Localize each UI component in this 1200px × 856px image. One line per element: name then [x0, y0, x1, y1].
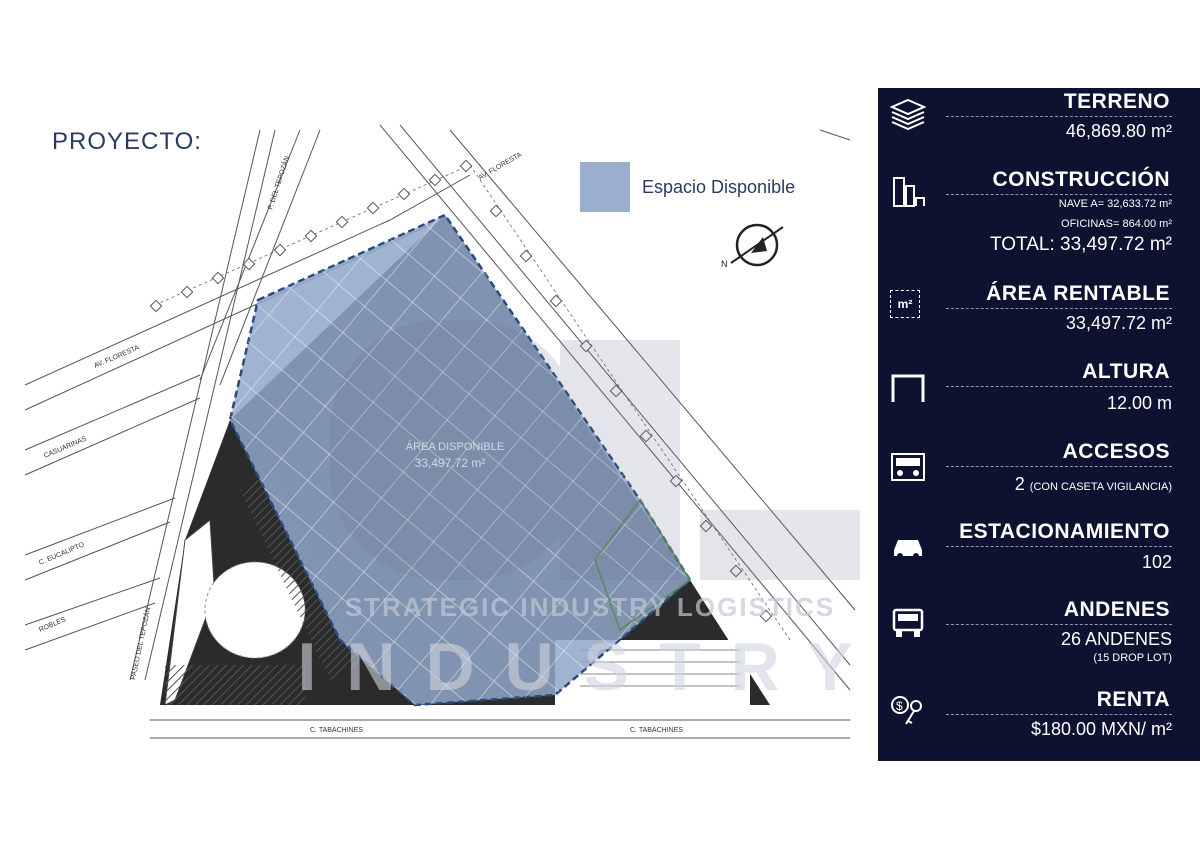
street-label: AV. FLORESTA [93, 344, 141, 370]
spec-rule [946, 466, 1172, 467]
spec-rule [946, 194, 1172, 195]
spec-value: 26 ANDENES [1060, 629, 1172, 649]
spec-total: TOTAL: 33,497.72 m² [990, 234, 1172, 255]
spec-label: ACCESOS [1062, 440, 1170, 463]
svg-text:$: $ [896, 699, 903, 713]
money-key-icon: $ [891, 696, 922, 725]
spec-construccion: CONSTRUCCIÓN NAVE A= 32,633.72 m² OFICIN… [878, 166, 1200, 266]
watermark-line2: INDUSTRY [297, 629, 878, 705]
height-icon [891, 374, 925, 402]
spec-rule [946, 308, 1172, 309]
spec-rule [946, 116, 1172, 117]
spec-label: TERRENO [1063, 90, 1170, 113]
street-label: AV. FLORESTA [478, 151, 524, 181]
spec-value: 46,869.80 m² [1065, 121, 1172, 141]
area-value: 33,497.72 m² [415, 456, 486, 470]
street-label: C. TABACHINES [310, 727, 363, 734]
spec-nave: NAVE A= 32,633.72 m² [1058, 198, 1172, 210]
legend-label: Espacio Disponible [642, 176, 796, 197]
spec-label: ALTURA [1082, 360, 1170, 383]
spec-note: (15 DROP LOT) [1093, 652, 1172, 664]
spec-value: 102 [1141, 552, 1172, 572]
spec-andenes: ANDENES 26 ANDENES (15 DROP LOT) [878, 596, 1200, 676]
street-label: PASEO DEL TEPOZÁN [128, 606, 152, 680]
spec-terreno: TERRENO 46,869.80 m² [878, 88, 1200, 152]
spec-value: $180.00 MXN/ m² [1030, 719, 1172, 739]
spec-label: RENTA [1096, 688, 1170, 711]
area-label: ÁREA DISPONIBLE [406, 440, 504, 453]
accesos-note: (CON CASETA VIGILANCIA) [1029, 481, 1172, 493]
spec-value: 33,497.72 m² [1065, 313, 1172, 333]
svg-text:N: N [721, 259, 728, 269]
spec-altura: ALTURA 12.00 m [878, 358, 1200, 422]
legend: Espacio Disponible [580, 162, 795, 212]
spec-rule [946, 624, 1172, 625]
spec-area-rentable: m² ÁREA RENTABLE 33,497.72 m² [878, 280, 1200, 344]
page-title: PROYECTO: [52, 128, 202, 155]
spec-estacionamiento: ESTACIONAMIENTO 102 [878, 518, 1200, 582]
street-lines [24, 124, 856, 739]
street-label: C. EUCALIPTO [38, 541, 86, 567]
spec-rule [946, 386, 1172, 387]
north-arrow-icon: N [721, 223, 784, 269]
truck-front-icon [891, 453, 925, 481]
watermark-line1: STRATEGIC INDUSTRY LOGISTICS [345, 592, 835, 622]
street-label: P. DEL TEPOZÁN [265, 155, 291, 211]
spec-oficinas: OFICINAS= 864.00 m² [1061, 218, 1172, 230]
site-plan: ÁREA DISPONIBLE 33,497.72 m² AV. FLOREST… [24, 124, 878, 739]
accesos-count: 2 [1014, 474, 1025, 494]
building-stack-icon [890, 98, 926, 131]
spec-label: ESTACIONAMIENTO [959, 520, 1170, 543]
square-meter-icon: m² [890, 290, 920, 318]
street-label: C. TABACHINES [630, 727, 683, 734]
spec-value: 2 (CON CASETA VIGILANCIA) [1015, 474, 1172, 495]
spec-rule [946, 546, 1172, 547]
spec-panel: TERRENO 46,869.80 m² CONSTRUCCIÓN NAVE A… [878, 88, 1200, 761]
spec-label: ÁREA RENTABLE [986, 282, 1170, 305]
buildings-icon [893, 177, 925, 207]
car-icon [894, 540, 922, 559]
spec-renta: $ RENTA $180.00 MXN/ m² [878, 686, 1200, 750]
spec-value: 12.00 m [1106, 393, 1172, 413]
legend-swatch [580, 162, 630, 212]
spec-label: ANDENES [1063, 598, 1170, 621]
spec-accesos: ACCESOS 2 (CON CASETA VIGILANCIA) [878, 438, 1200, 502]
spec-label: CONSTRUCCIÓN [992, 168, 1170, 191]
spec-rule [946, 714, 1172, 715]
truck-icon [892, 608, 924, 637]
